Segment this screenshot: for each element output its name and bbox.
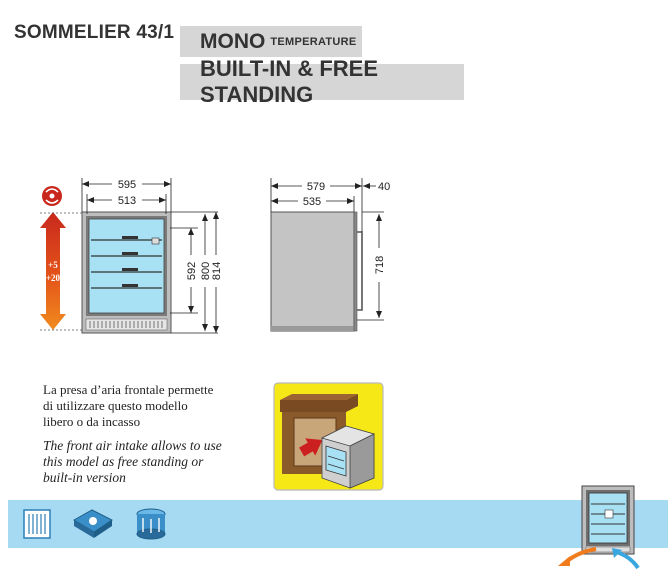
description-english: The front air intake allows to use this … (43, 438, 222, 486)
mono-label: MONO (200, 29, 266, 53)
front-grille-icon (23, 509, 51, 539)
temp-max-label: +20 (46, 273, 61, 283)
built-in-illustration (273, 382, 384, 491)
feature-bar (8, 500, 668, 548)
dim-width-513: 513 (118, 195, 136, 207)
model-name: SOMMELIER 43/1 (14, 22, 175, 43)
dim-height-592: 592 (186, 262, 198, 280)
dim-depth-579: 579 (307, 181, 325, 193)
thermometer-fan-icon (42, 186, 62, 206)
dim-width-595: 595 (118, 179, 136, 191)
dim-height-718: 718 (374, 256, 386, 274)
side-view-fridge (270, 211, 363, 332)
description-it-line: libero o da incasso (43, 414, 141, 429)
front-view-fridge (81, 211, 172, 334)
description-en-line: built-in version (43, 470, 126, 485)
temperature-label: TEMPERATURE (270, 35, 357, 48)
description-en-line: The front air intake allows to use (43, 438, 222, 453)
description-en-line: this model as free standing or (43, 454, 204, 469)
description-it-line: La presa d’aria frontale permette (43, 382, 214, 397)
temp-min-label: +5 (48, 260, 58, 270)
cooling-drum-icon (136, 508, 166, 540)
temperature-range-arrow: +5 +20 (40, 212, 66, 330)
dim-handle-40: 40 (378, 181, 390, 193)
fridge-airflow-icon (558, 485, 640, 570)
dim-depth-535: 535 (303, 196, 321, 208)
fan-icon (73, 509, 113, 538)
dim-height-814: 814 (211, 262, 223, 280)
description-italian: La presa d’aria frontale permette di uti… (43, 382, 213, 430)
dim-height-800: 800 (200, 262, 212, 280)
description-it-line: di utilizzare questo modello (43, 398, 188, 413)
mono-temperature-badge: MONO TEMPERATURE (180, 26, 362, 57)
